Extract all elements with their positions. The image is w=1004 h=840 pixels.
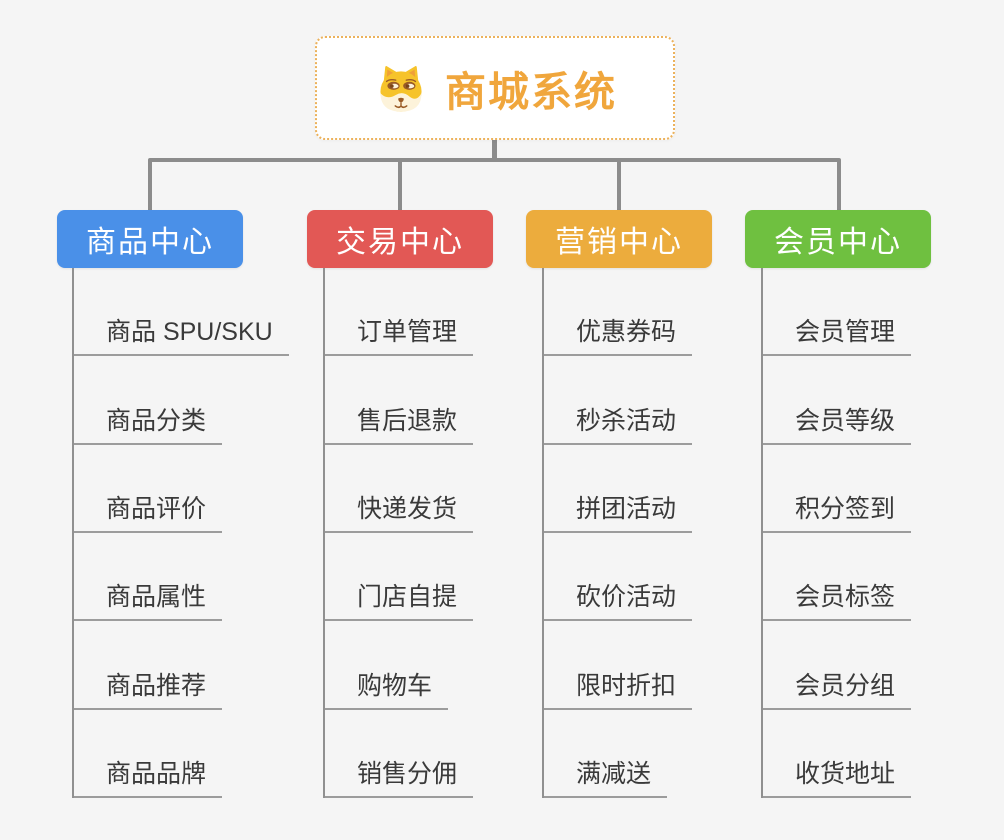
- branch-spine-line: [323, 268, 325, 798]
- branch-drop-line-product: [148, 160, 152, 212]
- leaf-row: 优惠券码: [542, 268, 792, 357]
- leaf-node-member-level[interactable]: 会员等级: [761, 401, 912, 445]
- leaf-row: 商品评价: [72, 445, 322, 533]
- leaf-node-product-review[interactable]: 商品评价: [72, 489, 223, 533]
- leaf-node-bargain-activity[interactable]: 砍价活动: [542, 577, 693, 622]
- leaf-node-product-attribute[interactable]: 商品属性: [72, 577, 223, 622]
- branch-spine-line: [761, 268, 763, 798]
- leaf-node-full-reduction[interactable]: 满减送: [542, 754, 668, 798]
- leaf-node-product-category[interactable]: 商品分类: [72, 401, 223, 445]
- leaf-node-points-checkin[interactable]: 积分签到: [761, 489, 912, 533]
- leaf-node-group-buy[interactable]: 拼团活动: [542, 489, 693, 533]
- shiba-dog-icon: [380, 66, 422, 112]
- leaf-row: 商品属性: [72, 533, 322, 622]
- leaf-node-express-delivery[interactable]: 快递发货: [323, 489, 474, 533]
- leaf-row: 会员管理: [761, 268, 1004, 357]
- leaf-node-limited-time-discount[interactable]: 限时折扣: [542, 666, 693, 710]
- leaf-row: 销售分佣: [323, 710, 573, 798]
- leaf-row: 砍价活动: [542, 533, 792, 622]
- leaf-row: 积分签到: [761, 445, 1004, 533]
- leaf-node-product-brand[interactable]: 商品品牌: [72, 754, 223, 798]
- leaf-node-member-group[interactable]: 会员分组: [761, 666, 912, 710]
- root-node-mall-system[interactable]: 商城系统: [315, 36, 675, 140]
- branch-drop-line-member: [837, 160, 841, 212]
- branch-children-product-center: 商品 SPU/SKU 商品分类 商品评价 商品属性 商品推荐 商品品牌: [72, 268, 322, 798]
- leaf-row: 快递发货: [323, 445, 573, 533]
- leaf-row: 满减送: [542, 710, 792, 798]
- root-title: 商城系统: [445, 69, 617, 115]
- leaf-node-after-sales-refund[interactable]: 售后退款: [323, 401, 474, 445]
- leaf-row: 会员分组: [761, 621, 1004, 710]
- branch-spine-line: [72, 268, 74, 798]
- leaf-node-sales-commission[interactable]: 销售分佣: [323, 754, 474, 798]
- leaf-node-coupon-code[interactable]: 优惠券码: [542, 312, 693, 357]
- branch-horizontal-line: [148, 158, 841, 162]
- branch-node-trade-center[interactable]: 交易中心: [307, 210, 493, 268]
- leaf-row: 拼团活动: [542, 445, 792, 533]
- leaf-row: 购物车: [323, 621, 573, 710]
- branch-drop-line-trade: [398, 160, 402, 212]
- root-stem-line: [492, 138, 497, 162]
- leaf-node-flash-sale[interactable]: 秒杀活动: [542, 401, 693, 445]
- branch-node-member-center[interactable]: 会员中心: [745, 210, 931, 268]
- leaf-node-store-pickup[interactable]: 门店自提: [323, 577, 474, 622]
- leaf-row: 限时折扣: [542, 621, 792, 710]
- leaf-node-product-spu-sku[interactable]: 商品 SPU/SKU: [72, 312, 289, 357]
- branch-children-trade-center: 订单管理 售后退款 快递发货 门店自提 购物车 销售分佣: [323, 268, 573, 798]
- leaf-row: 售后退款: [323, 356, 573, 445]
- leaf-node-member-management[interactable]: 会员管理: [761, 312, 912, 357]
- leaf-node-shopping-cart[interactable]: 购物车: [323, 666, 449, 710]
- branch-spine-line: [542, 268, 544, 798]
- branch-node-product-center[interactable]: 商品中心: [57, 210, 243, 268]
- leaf-node-product-recommend[interactable]: 商品推荐: [72, 666, 223, 710]
- leaf-row: 商品分类: [72, 356, 322, 445]
- branch-children-member-center: 会员管理 会员等级 积分签到 会员标签 会员分组 收货地址: [761, 268, 1004, 798]
- leaf-row: 商品推荐: [72, 621, 322, 710]
- leaf-row: 商品品牌: [72, 710, 322, 798]
- leaf-row: 收货地址: [761, 710, 1004, 798]
- leaf-node-member-tag[interactable]: 会员标签: [761, 577, 912, 622]
- leaf-row: 会员等级: [761, 356, 1004, 445]
- leaf-row: 会员标签: [761, 533, 1004, 622]
- branch-drop-line-marketing: [617, 160, 621, 212]
- leaf-node-order-management[interactable]: 订单管理: [323, 312, 474, 357]
- branch-node-marketing-center[interactable]: 营销中心: [526, 210, 712, 268]
- branch-children-marketing-center: 优惠券码 秒杀活动 拼团活动 砍价活动 限时折扣 满减送: [542, 268, 792, 798]
- leaf-row: 商品 SPU/SKU: [72, 268, 322, 357]
- leaf-row: 秒杀活动: [542, 356, 792, 445]
- leaf-row: 订单管理: [323, 268, 573, 357]
- leaf-row: 门店自提: [323, 533, 573, 622]
- leaf-node-shipping-address[interactable]: 收货地址: [761, 754, 912, 798]
